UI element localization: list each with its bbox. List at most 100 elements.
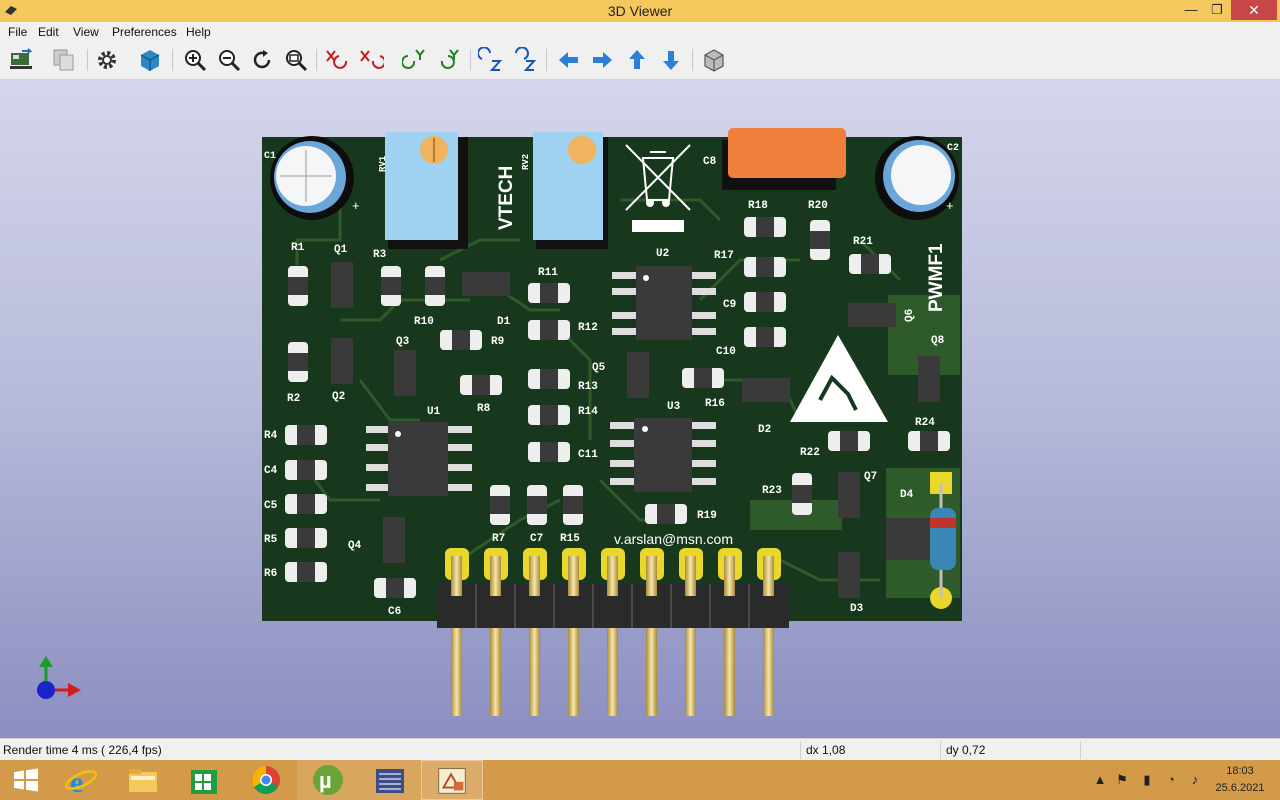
reload-board-icon[interactable]	[8, 47, 34, 73]
zoom-out-icon[interactable]	[216, 47, 242, 73]
toolbar	[0, 42, 1280, 80]
silk-q8: Q8	[931, 335, 945, 347]
silk-r21: R21	[853, 236, 873, 248]
trimpot-rv2	[533, 132, 608, 249]
silk-r16: R16	[705, 398, 725, 410]
silk-c2: C2	[947, 143, 959, 154]
rotate-x-ccw-icon[interactable]	[358, 47, 384, 73]
rotate-y-ccw-icon[interactable]	[436, 47, 462, 73]
brand-label: VTECH	[496, 166, 517, 230]
silk-rv2: RV2	[521, 154, 531, 170]
menu-view[interactable]: View	[73, 25, 99, 39]
rotate-z-cw-icon[interactable]	[478, 47, 504, 73]
silk-r12: R12	[578, 322, 598, 334]
menu-edit[interactable]: Edit	[38, 25, 59, 39]
smd-vertical-parts	[288, 220, 830, 525]
pan-up-icon[interactable]	[624, 47, 650, 73]
redraw-icon[interactable]	[249, 47, 275, 73]
diode-body	[930, 508, 956, 570]
clock-date[interactable]: 25.6.2021	[1215, 782, 1265, 794]
silk-q2: Q2	[332, 391, 345, 403]
dy-readout: dy 0,72	[946, 743, 986, 757]
silk-r7: R7	[492, 533, 505, 545]
silk-r15: R15	[560, 533, 580, 545]
capacitor-c8	[728, 128, 846, 178]
settings-gear-icon[interactable]	[94, 47, 120, 73]
start-icon[interactable]	[0, 760, 62, 800]
volume-icon[interactable]: ♪	[1191, 772, 1199, 787]
silk-u1: U1	[427, 406, 441, 418]
kicad-app-icon[interactable]	[359, 760, 421, 800]
silk-r13: R13	[578, 381, 598, 393]
network-icon[interactable]: ◔	[1167, 772, 1175, 787]
silk-r19: R19	[697, 510, 717, 522]
rotate-z-ccw-icon[interactable]	[512, 47, 538, 73]
silk-d4: D4	[900, 489, 914, 501]
silk-r23: R23	[762, 485, 782, 497]
clock-time[interactable]: 18:03	[1226, 765, 1254, 777]
render-mode-icon[interactable]	[137, 47, 163, 73]
silk-r9: R9	[491, 336, 504, 348]
chrome-icon[interactable]	[235, 760, 297, 800]
close-button[interactable]: ✕	[1231, 0, 1277, 20]
3d-viewport[interactable]: + +	[0, 80, 1280, 738]
menu-help[interactable]: Help	[186, 25, 211, 39]
pan-left-icon[interactable]	[556, 47, 582, 73]
silk-r10: R10	[414, 316, 434, 328]
window-title: 3D Viewer	[607, 3, 673, 19]
status-bar: Render time 4 ms ( 226,4 fps) dx 1,08 dy…	[0, 738, 1280, 760]
silk-c4: C4	[264, 465, 278, 477]
sot-transistors	[331, 262, 940, 598]
capacitor-c1	[270, 136, 354, 220]
silk-c10: C10	[716, 346, 736, 358]
rotate-y-cw-icon[interactable]	[402, 47, 428, 73]
show-hidden-icons-icon[interactable]: ▲	[1093, 772, 1107, 787]
silk-rv1: RV1	[378, 155, 388, 172]
silk-r18: R18	[748, 200, 768, 212]
silk-r8: R8	[477, 403, 491, 415]
silk-q6: Q6	[904, 309, 916, 322]
toolbar-separator	[546, 49, 547, 71]
silk-r14: R14	[578, 406, 598, 418]
svg-text:+: +	[352, 198, 360, 213]
axis-gizmo	[37, 656, 81, 699]
minimize-button[interactable]: —	[1184, 2, 1198, 17]
3d-viewer-app-icon[interactable]	[421, 760, 483, 800]
battery-icon[interactable]: ▮	[1143, 772, 1151, 787]
silk-q7: Q7	[864, 471, 877, 483]
zoom-fit-icon[interactable]	[283, 47, 309, 73]
action-center-flag-icon[interactable]: ⚑	[1116, 772, 1128, 787]
svg-text:µ: µ	[319, 768, 332, 793]
silk-q1: Q1	[334, 244, 348, 256]
silk-q3: Q3	[396, 336, 410, 348]
menu-preferences[interactable]: Preferences	[112, 25, 177, 39]
pan-right-icon[interactable]	[589, 47, 615, 73]
silk-r1: R1	[291, 242, 305, 254]
app-icon	[5, 6, 17, 15]
silk-q5: Q5	[592, 362, 606, 374]
silk-r24: R24	[915, 417, 935, 429]
copy-image-icon[interactable]	[51, 47, 77, 73]
menu-file[interactable]: File	[8, 25, 28, 39]
pin-header	[437, 548, 789, 628]
toolbar-separator	[692, 49, 693, 71]
toolbar-separator	[470, 49, 471, 71]
internet-explorer-icon[interactable]: e	[50, 760, 112, 800]
file-explorer-icon[interactable]	[112, 760, 174, 800]
utorrent-icon[interactable]: µ	[297, 760, 359, 800]
store-icon[interactable]	[173, 760, 235, 800]
ic-u2	[612, 266, 716, 340]
taskbar: e µ ▲ ⚑ ▮ ◔ ♪ 18:03 25.6.2021	[0, 760, 1280, 800]
pan-down-icon[interactable]	[658, 47, 684, 73]
silk-c7: C7	[530, 533, 543, 545]
zoom-in-icon[interactable]	[182, 47, 208, 73]
svg-text:+: +	[946, 198, 954, 213]
rotate-x-cw-icon[interactable]	[324, 47, 350, 73]
maximize-button[interactable]: ❐	[1211, 2, 1223, 17]
silk-r5: R5	[264, 534, 278, 546]
silk-d1: D1	[497, 316, 511, 328]
pcb-scene: + +	[37, 128, 962, 716]
email-label: v.arslan@msn.com	[614, 531, 733, 547]
toolbar-separator	[87, 49, 88, 71]
ortho-view-icon[interactable]	[701, 47, 727, 73]
